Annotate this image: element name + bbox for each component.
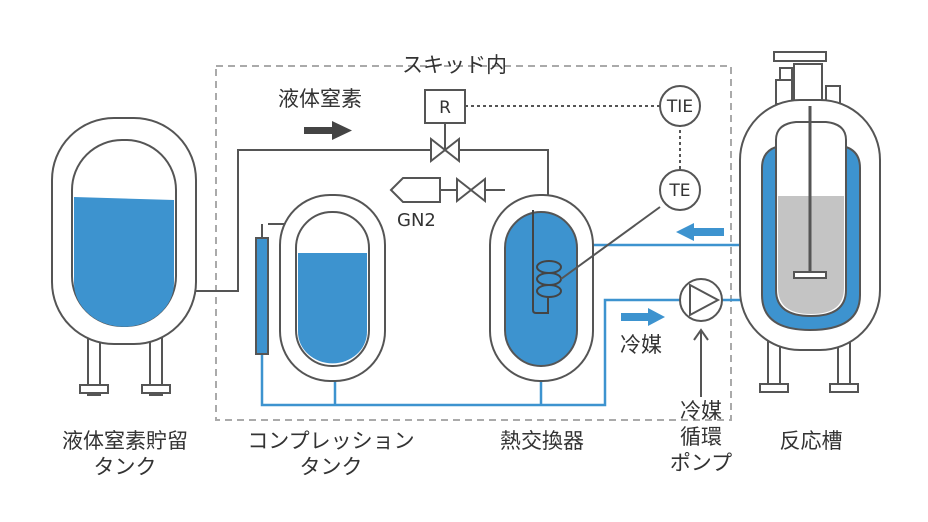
skid-boundary	[215, 65, 732, 421]
svg-text:TE: TE	[668, 181, 690, 201]
heat-exchanger-label: 熱交換器	[500, 429, 584, 453]
coolant-label: 冷媒	[620, 333, 662, 357]
compression-tank	[255, 194, 386, 382]
circulation-pump	[679, 278, 723, 397]
compression-tank-label: コンプレッション タンク	[228, 428, 434, 480]
skid-label: スキッド内	[402, 53, 507, 77]
gn2-branch	[389, 176, 505, 204]
storage-tank	[51, 117, 197, 396]
reactor-label: 反応槽	[779, 429, 843, 453]
compression-tank-label-line2: タンク	[299, 455, 363, 479]
storage-tank-label-line1: 液体窒素貯留	[62, 429, 188, 453]
pump-label: 冷媒 循環 ポンプ	[660, 398, 742, 476]
regulator-label: R	[439, 98, 451, 118]
svg-text:TIE: TIE	[666, 97, 693, 117]
coolant-return-arrow	[676, 223, 724, 241]
tie-indicator: TIE	[659, 85, 701, 127]
ln2-line	[160, 149, 549, 292]
te-sensor: TE	[659, 169, 701, 211]
storage-tank-label-line2: タンク	[93, 455, 157, 479]
control-valve	[424, 89, 681, 171]
ln2-flow-arrow	[304, 121, 352, 140]
pump-label-line2: 循環	[680, 425, 722, 449]
ln2-flow-label: 液体窒素	[278, 87, 362, 111]
reactor	[739, 51, 881, 393]
gn2-label: GN2	[397, 210, 436, 231]
pump-label-line1: 冷媒	[680, 399, 722, 423]
compression-tank-label-line1: コンプレッション	[247, 429, 415, 453]
heat-exchanger	[489, 194, 661, 382]
storage-tank-label: 液体窒素貯留 タンク	[42, 428, 208, 480]
coolant-flow-arrow	[621, 308, 665, 326]
pump-label-line3: ポンプ	[669, 451, 733, 475]
